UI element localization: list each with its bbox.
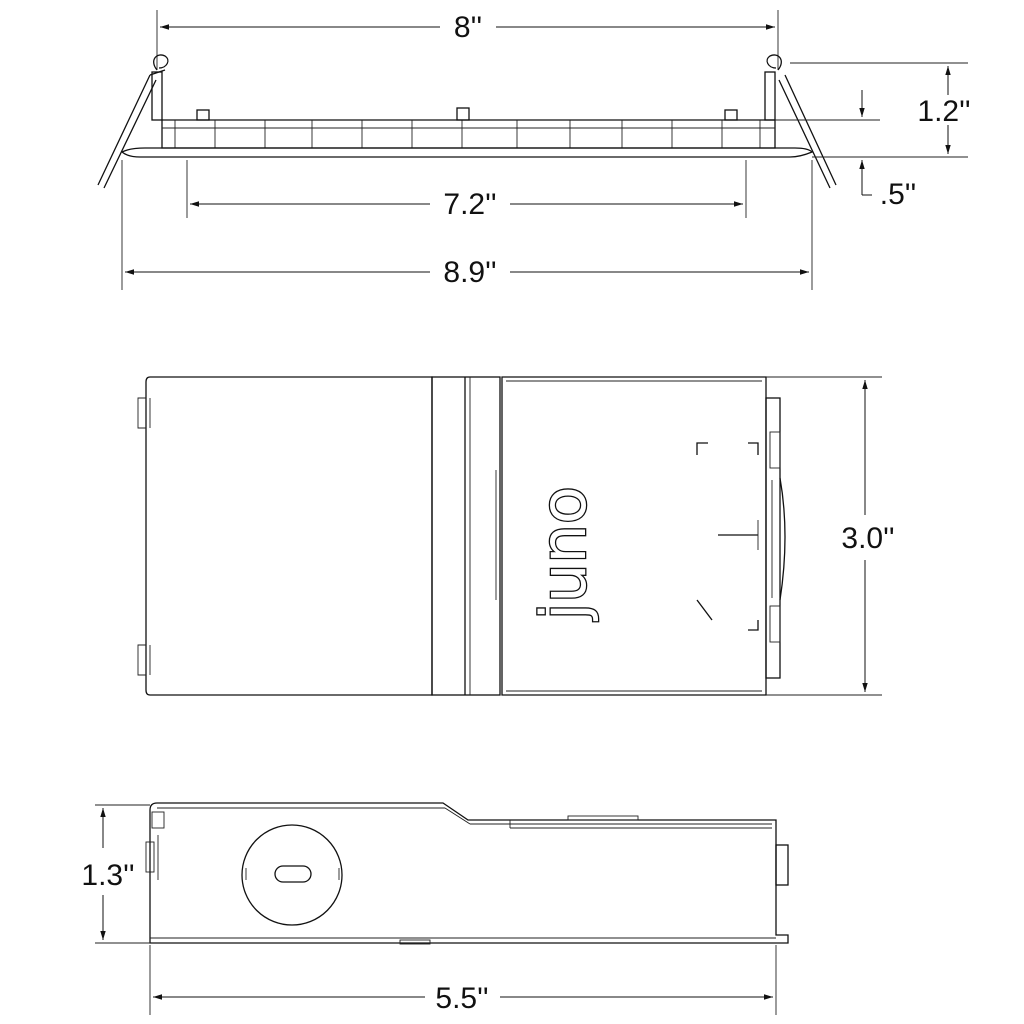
junction-box-top-view: juno bbox=[137, 376, 882, 696]
dim-label-top-width: 8'' bbox=[454, 11, 482, 44]
junction-box-side-view bbox=[95, 802, 789, 1015]
dim-top-height: 1.2'' bbox=[917, 66, 971, 154]
dim-label-flange: .5'' bbox=[880, 178, 916, 211]
dim-label-overall-width: 8.9'' bbox=[443, 256, 496, 289]
dim-inner-width: 7.2'' bbox=[186, 160, 747, 221]
knockout-disc bbox=[241, 824, 343, 926]
dim-flange: .5'' bbox=[859, 90, 916, 211]
dim-top-width: 8'' bbox=[160, 11, 775, 44]
dim-overall-width: 8.9'' bbox=[121, 160, 813, 290]
juno-logo: juno bbox=[527, 486, 600, 622]
dim-label-box-height: 1.3'' bbox=[81, 859, 134, 892]
dim-box-height: 1.3'' bbox=[81, 808, 135, 940]
dim-label-box-depth: 3.0'' bbox=[841, 522, 894, 555]
housing-ribs bbox=[174, 120, 761, 148]
dim-label-box-length: 5.5'' bbox=[435, 982, 488, 1015]
fixture-side-profile bbox=[97, 10, 968, 189]
dim-box-depth: 3.0'' bbox=[841, 380, 895, 692]
dim-box-length: 5.5'' bbox=[153, 982, 773, 1015]
dim-label-inner-width: 7.2'' bbox=[443, 188, 496, 221]
dim-label-top-height: 1.2'' bbox=[917, 95, 970, 128]
